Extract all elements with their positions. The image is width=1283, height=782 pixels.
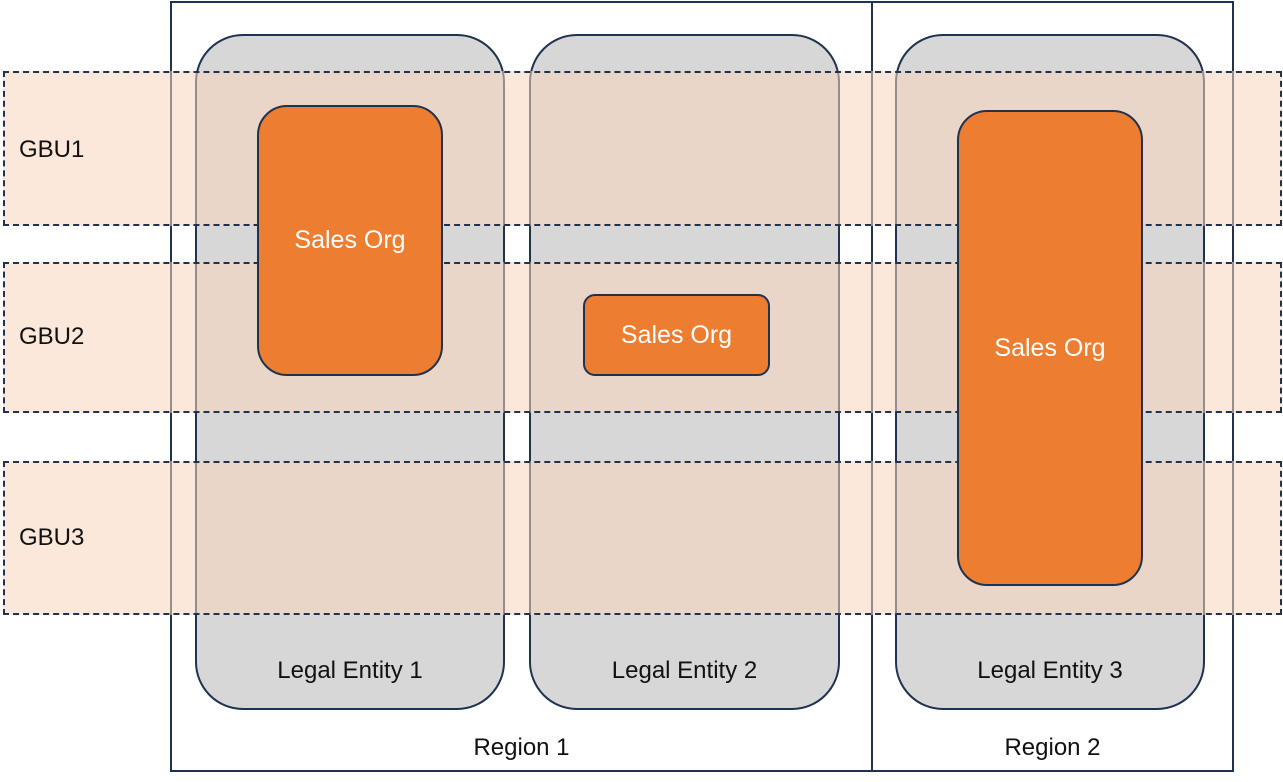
region-1-label: Region 1 [473,734,570,761]
sales-org-1-label: Sales Org [294,226,406,254]
gbu-label-3: GBU3 [19,524,85,551]
sales-org-2: Sales Org [583,294,770,376]
sales-org-1: Sales Org [257,105,443,376]
gbu-label-1: GBU1 [19,136,85,163]
legal-entity-3-label: Legal Entity 3 [977,657,1123,684]
gbu-label-2: GBU2 [19,323,85,350]
legal-entity-1-label: Legal Entity 1 [277,657,423,684]
sales-org-3-label: Sales Org [994,333,1106,362]
region-2-label: Region 2 [1004,734,1101,761]
sales-org-2-label: Sales Org [620,320,733,349]
legal-entity-2-label: Legal Entity 2 [611,657,758,684]
sales-org-3: Sales Org [957,110,1143,586]
